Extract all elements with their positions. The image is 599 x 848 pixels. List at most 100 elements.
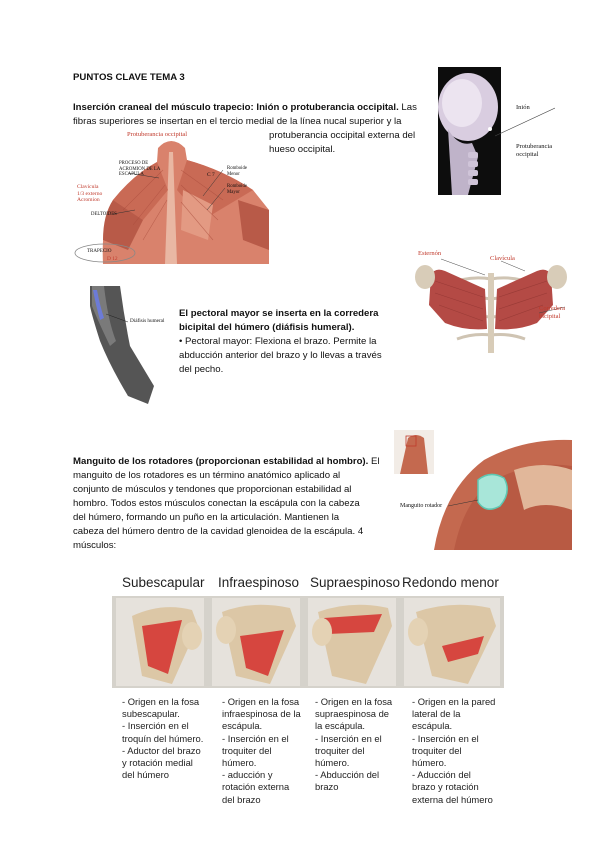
muscle-desc-subescapular: - Origen en la fosa subescapular. - Inse… (122, 696, 203, 781)
skull-figure (438, 67, 501, 195)
desc-line: troquín del húmero. (122, 732, 204, 744)
arm-figure: Diáfisis humeral (90, 286, 170, 406)
label-proceso-1: PROCESO DE (119, 161, 149, 166)
trapecio-line2: fibras superiores se insertan en el terc… (73, 116, 402, 127)
manguito-line5: del húmero, formando un puño en la artic… (73, 512, 340, 523)
desc-line: externa del húmero (412, 793, 493, 805)
desc-line: brazo y rotación (412, 781, 479, 793)
shoulder-illustration (394, 430, 572, 550)
page-heading: PUNTOS CLAVE TEMA 3 (73, 72, 185, 83)
manguito-line7: músculos: (73, 540, 117, 551)
label-corredera-2: bicipital (539, 313, 561, 320)
manguito-line3: conjunto de músculos y tendones que prop… (73, 484, 352, 495)
panel-subescapular (116, 598, 204, 686)
trapecio-line3: protuberancia occipital externa del (269, 130, 416, 141)
desc-line: - Inserción en el (122, 720, 189, 732)
desc-line: rotación externa (222, 781, 290, 793)
desc-line: escápula. (222, 720, 263, 732)
panel-redondo-menor (404, 598, 500, 686)
label-skull-protub-1: Protuberancia (516, 143, 553, 150)
desc-line: escápula. (412, 720, 453, 732)
chest-illustration (405, 245, 577, 363)
label-trapecio: TRAPECIO (87, 249, 112, 254)
desc-line: - aducción y (222, 769, 273, 781)
desc-line: - Origen en la fosa (222, 696, 300, 707)
desc-line: húmero. (222, 757, 257, 769)
label-esternon: Esternón (418, 250, 442, 257)
label-skull-protub-2: occipital (516, 151, 539, 158)
label-skull-protuberancia: Protuberancia occipital (516, 143, 552, 159)
muscles-strip (112, 596, 504, 688)
desc-line: - Aductor del brazo (122, 744, 201, 756)
desc-line: húmero. (315, 757, 350, 769)
label-chest-clavicula: Clavícula (490, 255, 515, 262)
label-corredera-1: Corredera (539, 305, 565, 312)
manguito-paragraph: Manguito de los rotadores (proporcionan … (73, 455, 393, 470)
label-proceso-2: ACROMION DE LA (119, 166, 161, 172)
desc-line: - Origen en la pared (412, 696, 496, 707)
manguito-line6: cabeza del húmero dentro de la cavidad g… (73, 526, 364, 537)
pectoral-line4: abducción anterior del brazo y lo llevas… (179, 350, 382, 361)
desc-line: troquiter del (222, 744, 272, 756)
label-deltoides: DELTOIDES (91, 212, 117, 217)
shoulder-figure: Manguito rotador (394, 430, 572, 550)
trapecio-paragraph: Inserción craneal del músculo trapecio: … (73, 101, 443, 116)
label-romboide-mayor-2: Mayor (227, 189, 240, 195)
manguito-line2: manguito de los rotadores es un término … (73, 470, 341, 481)
desc-line: brazo (315, 781, 339, 793)
manguito-line4: hombro. Todos estos músculos conectan la… (73, 498, 360, 509)
desc-line: húmero. (412, 757, 447, 769)
label-clavicula-2: 1/3 externo (77, 190, 103, 197)
desc-line: - Inserción en el (315, 732, 382, 744)
label-clavicula: Clavícula 1/3 externo Acromion (77, 184, 102, 204)
label-manguito-rotador: Manguito rotador (398, 503, 445, 509)
desc-line: lateral de la (412, 708, 461, 720)
desc-line: la escápula. (315, 720, 366, 732)
label-clavicula-3: Acromion (77, 197, 100, 204)
chest-figure: Esternón Clavícula Corredera bicipital (405, 245, 577, 363)
manguito-bold: Manguito de los rotadores (proporcionan … (73, 456, 369, 467)
panel-supraespinoso (308, 598, 396, 686)
muscle-title-infraespinoso: Infraespinoso (218, 575, 300, 590)
skull-illustration (438, 67, 501, 195)
pectoral-line3: • Pectoral mayor: Flexiona el brazo. Per… (179, 336, 377, 347)
desc-line: - Inserción en el (222, 732, 289, 744)
label-romboide-menor-2: Menor (227, 171, 240, 177)
desc-line: troquiter del (412, 744, 462, 756)
pectoral-line5: del pecho. (179, 364, 224, 375)
label-diafisis: Diáfisis humeral (130, 318, 165, 324)
label-inion: Inión (516, 104, 530, 111)
trapecio-figure: Protuberancia occipital PROCESO DE ACROM… (73, 130, 269, 264)
manguito-line1: El (370, 456, 380, 467)
desc-line: del húmero (122, 769, 169, 781)
desc-line: - Origen en la fosa (122, 696, 200, 707)
panel-infraespinoso (212, 598, 300, 686)
muscle-title-subescapular: Subescapular (122, 575, 205, 590)
label-d12: D 12 (107, 256, 118, 262)
desc-line: supraespinosa de (315, 708, 390, 720)
muscle-desc-infraespinoso: - Origen en la fosa infraespinosa de la … (222, 696, 301, 806)
label-proceso-3: ESCAPULA (119, 172, 144, 177)
arm-illustration (90, 286, 170, 406)
trapecio-bold: Inserción craneal del músculo trapecio: … (73, 102, 399, 113)
desc-line: troquiter del (315, 744, 365, 756)
muscles-illustration (112, 596, 504, 688)
label-c7: C 7 (207, 172, 215, 178)
desc-line: - Origen en la fosa (315, 696, 393, 707)
muscle-desc-supraespinoso: - Origen en la fosa supraespinosa de la … (315, 696, 392, 794)
label-romboide-menor-1: Romboide (227, 166, 247, 171)
desc-line: del brazo (222, 793, 261, 805)
label-protuberancia: Protuberancia occipital (127, 131, 188, 138)
label-romboide-mayor: Romboide Mayor (227, 184, 247, 195)
label-clavicula-1: Clavícula (77, 184, 99, 190)
desc-line: y rotación medial (122, 757, 193, 769)
skull-pointer-lines (495, 107, 555, 137)
label-romboide-menor: Romboide Menor (227, 166, 247, 177)
muscle-title-supraespinoso: Supraespinoso (310, 575, 401, 590)
muscle-title-redondo-menor: Redondo menor (402, 575, 499, 590)
trapecio-line1: Las (401, 102, 417, 113)
desc-line: infraespinosa de la (222, 708, 301, 720)
desc-line: - Abducción del (315, 769, 380, 781)
pectoral-line1: El pectoral mayor se inserta en la corre… (179, 308, 379, 319)
